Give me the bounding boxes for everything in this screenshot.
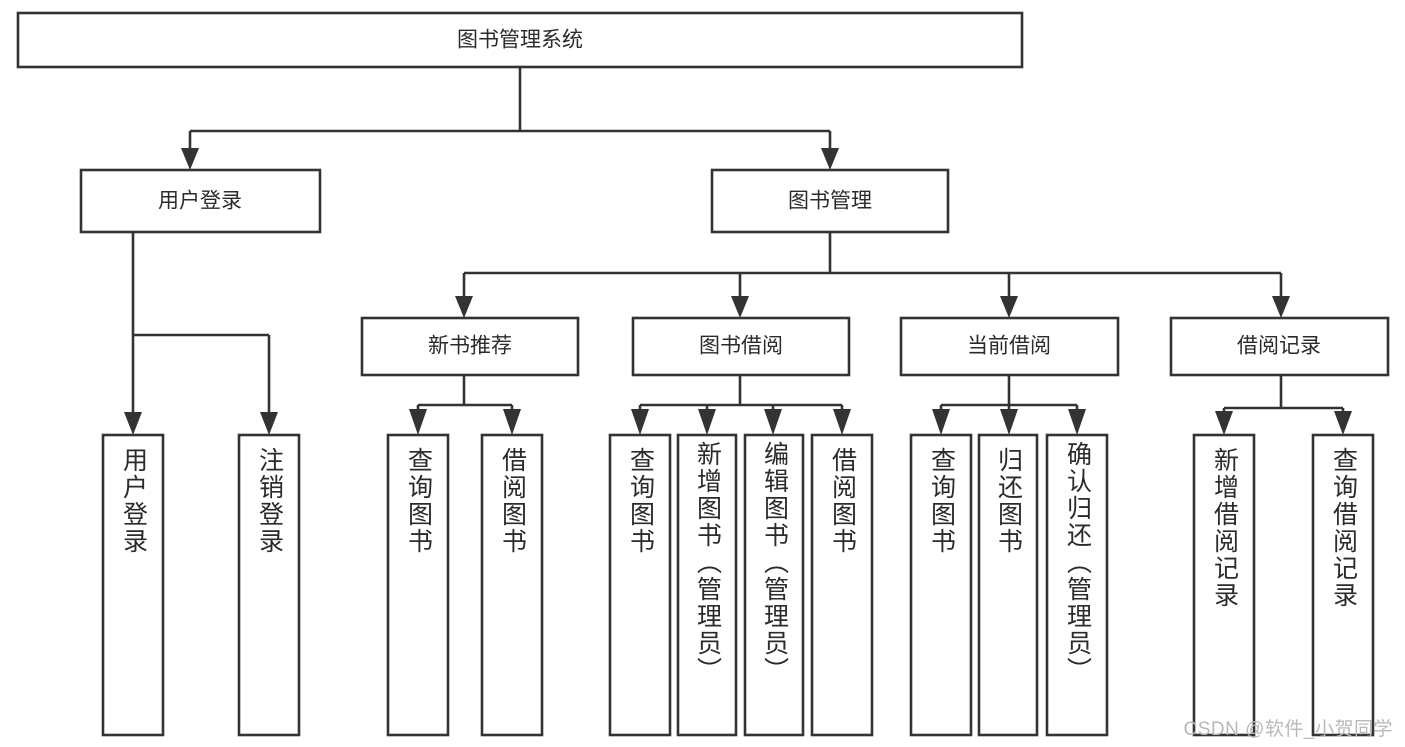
arrow-root-to-user-login: [181, 148, 199, 170]
node-leaf-new-book-1-box[interactable]: [386, 433, 450, 737]
arrow-user-login-leaf-1: [124, 412, 142, 435]
arrow-book-borrow-leaf-4: [833, 409, 851, 435]
arrow-root-to-book-manage: [821, 148, 839, 170]
node-book-borrow-label: 图书借阅: [699, 335, 783, 358]
arrow-new-book-leaf-2: [503, 409, 521, 435]
node-leaf-borrow-record-1-box[interactable]: [1192, 433, 1256, 737]
node-book-manage-label: 图书管理: [788, 190, 872, 213]
arrow-to-borrow-record: [1272, 296, 1290, 318]
node-leaf-new-book-2-box[interactable]: [480, 433, 544, 737]
arrow-book-borrow-leaf-3: [764, 409, 782, 435]
node-root-box[interactable]: [16, 11, 1024, 69]
node-leaf-current-borrow-3-box[interactable]: [1045, 433, 1109, 737]
arrow-borrow-record-leaf-2: [1334, 411, 1352, 435]
node-layer: 图书管理系统 用户登录 图书管理 新书推荐 图书借阅 当前借阅 借阅记录: [16, 11, 1390, 737]
arrow-book-borrow-leaf-2: [698, 409, 716, 435]
node-user-login-box[interactable]: [79, 168, 322, 234]
node-leaf-book-borrow-1-box[interactable]: [608, 433, 672, 737]
node-leaf-current-borrow-1-box[interactable]: [909, 433, 973, 737]
arrow-book-borrow-leaf-1: [631, 409, 649, 435]
node-borrow-record-box[interactable]: [1169, 316, 1390, 377]
node-book-manage-box[interactable]: [710, 168, 950, 234]
arrow-user-login-leaf-2: [260, 412, 278, 435]
arrow-current-borrow-leaf-1: [932, 409, 950, 435]
arrow-current-borrow-leaf-2: [1000, 409, 1018, 435]
node-borrow-record-label: 借阅记录: [1237, 335, 1321, 358]
node-new-book-recommend-box[interactable]: [360, 316, 580, 377]
arrow-to-new-book-recommend: [455, 296, 473, 318]
arrow-borrow-record-leaf-1: [1215, 411, 1233, 435]
node-user-login-label: 用户登录: [158, 190, 242, 213]
connector-layer: [124, 67, 1352, 435]
node-current-borrow-box[interactable]: [899, 316, 1120, 377]
node-leaf-borrow-record-2-box[interactable]: [1311, 433, 1375, 737]
node-leaf-current-borrow-2-box[interactable]: [977, 433, 1039, 737]
node-leaf-book-borrow-3-box[interactable]: [743, 433, 805, 737]
arrow-new-book-leaf-1: [409, 409, 427, 435]
node-leaf-user-login-2-box[interactable]: [237, 433, 301, 737]
node-new-book-recommend-label: 新书推荐: [428, 335, 512, 358]
node-root-label: 图书管理系统: [457, 29, 583, 52]
node-leaf-book-borrow-4-box[interactable]: [810, 433, 874, 737]
node-leaf-user-login-1-box[interactable]: [101, 433, 165, 737]
arrow-to-current-borrow: [1000, 296, 1018, 318]
arrow-to-book-borrow: [731, 296, 749, 318]
arrow-current-borrow-leaf-3: [1068, 409, 1086, 435]
node-leaf-book-borrow-2-box[interactable]: [676, 433, 738, 737]
watermark: CSDN @软件_小贺同学: [1183, 719, 1393, 740]
node-current-borrow-label: 当前借阅: [967, 335, 1051, 358]
node-book-borrow-box[interactable]: [631, 316, 851, 377]
